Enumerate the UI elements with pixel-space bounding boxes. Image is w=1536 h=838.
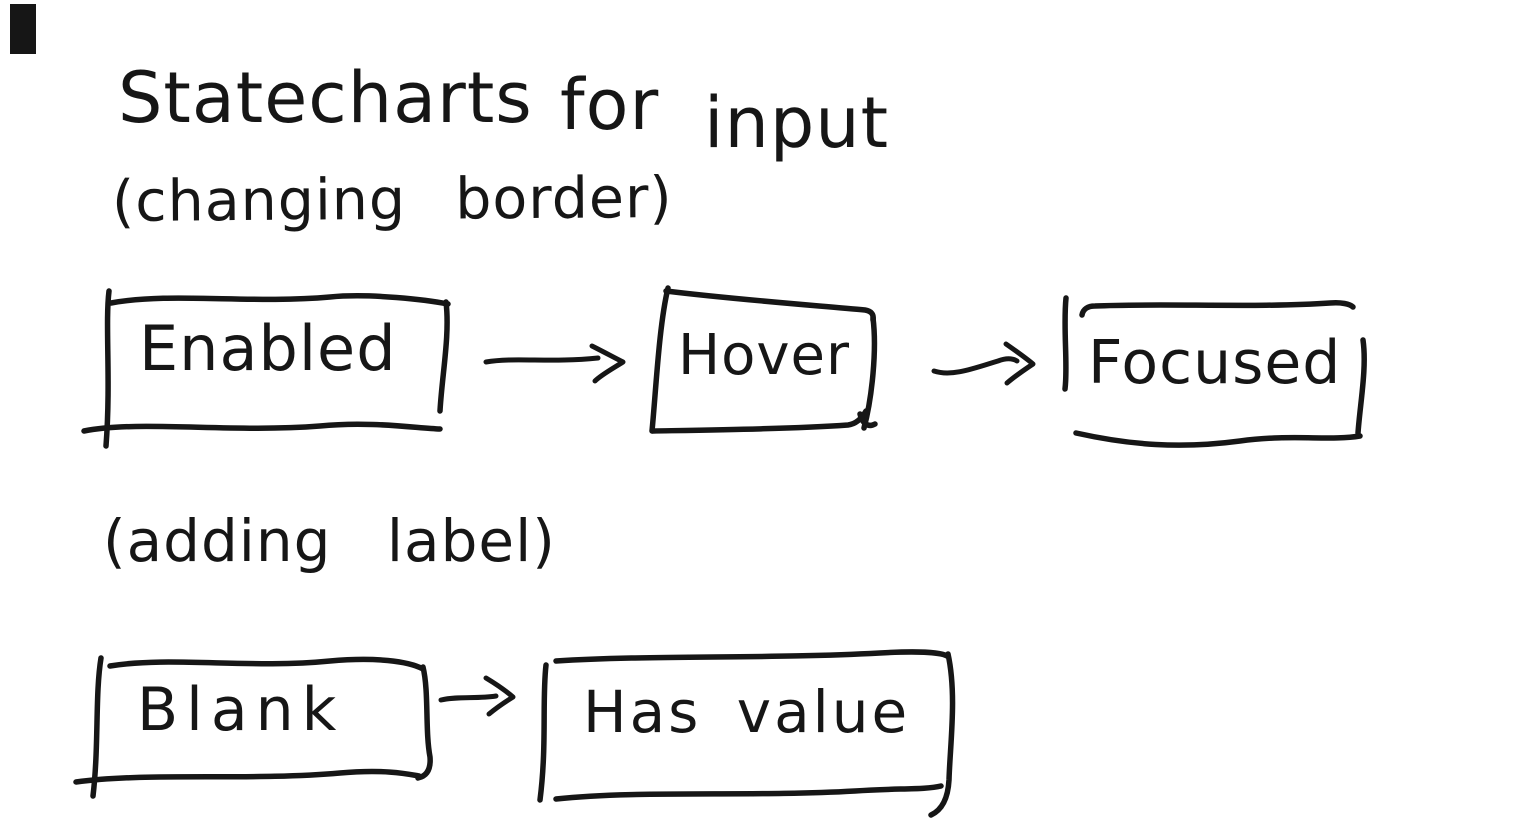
title-word-statecharts: Statecharts: [118, 57, 533, 139]
section-caption-adding-label: (adding label): [103, 507, 556, 575]
subtitle-changing-border: (changing border): [111, 165, 673, 235]
cursor-mark-icon: [10, 4, 36, 54]
hover-box-top-stroke: [663, 288, 876, 323]
state-label-enabled: Enabled: [139, 312, 397, 385]
arrow-3-shaft: [438, 693, 499, 703]
arrow-blank-to-has-value-icon: [438, 675, 516, 717]
arrow-3-head: [483, 675, 516, 717]
blank-box-right-stroke: [415, 664, 433, 781]
hover-box-bottom-stroke: [650, 408, 869, 434]
title-word-input: input: [704, 82, 890, 164]
arrow-1-shaft: [483, 355, 601, 365]
hover-box-right-stroke: [861, 315, 878, 431]
has-value-box-top-stroke: [553, 649, 950, 664]
arrow-1-head: [589, 343, 626, 384]
state-label-blank: Blank: [137, 675, 345, 745]
enabled-box-left-stroke: [103, 288, 112, 449]
hover-box-left-stroke: [649, 285, 671, 434]
blank-box-top-stroke: [107, 656, 426, 672]
enabled-box-top-stroke: [108, 293, 451, 307]
state-label-hover: Hover: [678, 323, 850, 388]
focused-state-box: [1062, 295, 1367, 448]
state-label-focused: Focused: [1088, 328, 1342, 398]
has-value-state-box: [537, 649, 956, 818]
state-label-has-value: Has value: [583, 678, 911, 746]
arrow-hover-to-focused-icon: [931, 341, 1036, 386]
title-word-for: for: [560, 64, 660, 146]
hover-state-box: [649, 285, 878, 434]
focused-box-right-stroke: [1355, 337, 1367, 436]
arrow-enabled-to-hover-icon: [483, 343, 626, 384]
arrow-2-head: [1003, 341, 1036, 386]
hover-box-corner-curl: [857, 411, 878, 429]
has-value-box-right-stroke: [928, 651, 956, 818]
has-value-box-left-stroke: [537, 662, 549, 803]
blank-box-left-stroke: [90, 655, 104, 799]
blank-state-box: [73, 655, 433, 799]
focused-box-bottom-stroke: [1073, 430, 1363, 448]
has-value-box-bottom-stroke: [553, 783, 944, 802]
enabled-state-box: [81, 288, 451, 449]
enabled-box-bottom-stroke: [81, 421, 443, 434]
focused-box-left-stroke: [1062, 295, 1069, 392]
blank-box-bottom-stroke: [73, 768, 422, 785]
arrow-2-shaft: [931, 356, 1020, 376]
focused-box-top-stroke: [1079, 300, 1356, 318]
enabled-box-right-stroke: [437, 299, 450, 414]
